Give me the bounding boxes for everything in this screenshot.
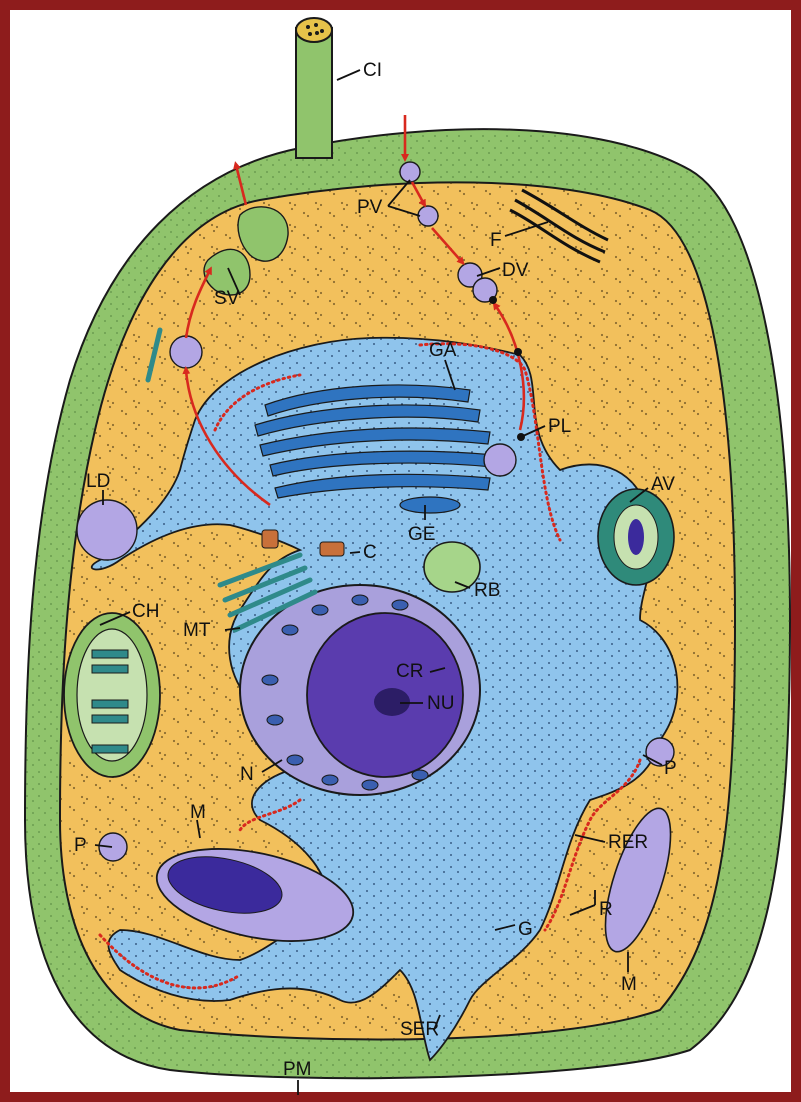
label-ser: SER (400, 1019, 439, 1040)
label-m-right: M (621, 974, 637, 995)
label-pl: PL (548, 416, 571, 437)
channel-opening (296, 18, 332, 42)
ribosome-body (424, 542, 480, 592)
nucleolus (374, 688, 410, 716)
label-rer: RER (608, 832, 648, 853)
label-ci: CI (363, 60, 382, 81)
label-ld: LD (86, 471, 110, 492)
label-f: F (490, 230, 502, 251)
label-g: G (518, 919, 533, 940)
label-ga: GA (429, 340, 457, 361)
label-nu: NU (427, 693, 454, 714)
label-cr: CR (396, 661, 423, 682)
label-mt: MT (183, 620, 211, 641)
label-pv: PV (357, 197, 383, 218)
label-r: R (599, 899, 613, 920)
label-ch: CH (132, 601, 159, 622)
label-sv: SV (214, 288, 240, 309)
label-n: N (240, 764, 254, 785)
label-m-left: M (190, 802, 206, 823)
label-av: AV (651, 474, 675, 495)
label-p-right: P (664, 758, 677, 779)
label-pm: PM (283, 1059, 312, 1080)
label-dv: DV (502, 260, 529, 281)
label-p-left: P (74, 835, 87, 856)
label-rb: RB (474, 580, 500, 601)
label-ge: GE (408, 524, 435, 545)
cell-wall-channel (296, 28, 332, 158)
label-c: C (363, 542, 377, 563)
